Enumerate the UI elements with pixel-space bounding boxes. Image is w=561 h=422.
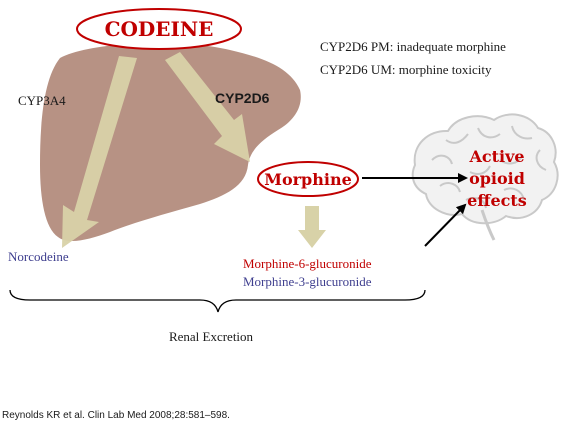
- arrow-codeine-to-norcodeine: [62, 56, 137, 248]
- arrow-morphine-to-glucuronides: [298, 206, 326, 248]
- liver-shape: [40, 43, 301, 242]
- citation: Reynolds KR et al. Clin Lab Med 2008;28:…: [2, 410, 230, 421]
- active-opioid-effects-line1: Active: [468, 147, 524, 166]
- morphine-label: Morphine: [264, 170, 352, 189]
- morphine-3-glucuronide-label: Morphine-3-glucuronide: [243, 274, 372, 289]
- note-ultrarapid-metabolizer: CYP2D6 UM: morphine toxicity: [320, 62, 492, 77]
- norcodeine-label: Norcodeine: [8, 249, 69, 264]
- renal-excretion-brace: [9, 289, 426, 313]
- active-opioid-effects-line2: opioid: [469, 169, 525, 188]
- morphine-ellipse: [257, 161, 359, 197]
- note-poor-metabolizer: CYP2D6 PM: inadequate morphine: [320, 39, 506, 54]
- cyp3a4-label: CYP3A4: [18, 93, 66, 108]
- active-opioid-effects-line3: effects: [467, 191, 527, 210]
- arrow-glucuronide-to-effects: [424, 203, 467, 247]
- codeine-label: CODEINE: [105, 17, 214, 41]
- arrow-codeine-to-morphine: [165, 52, 250, 162]
- renal-excretion-label: Renal Excretion: [169, 329, 254, 344]
- codeine-ellipse: [76, 8, 242, 50]
- morphine-6-glucuronide-label: Morphine-6-glucuronide: [243, 256, 372, 271]
- cyp2d6-label: CYP2D6: [215, 90, 270, 106]
- brain-icon: [411, 113, 559, 241]
